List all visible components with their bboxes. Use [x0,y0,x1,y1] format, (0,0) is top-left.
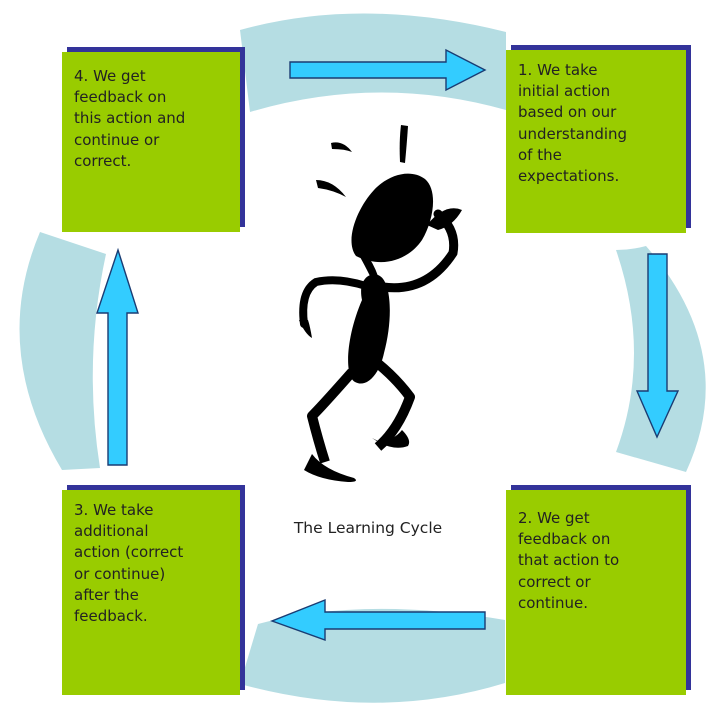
step-1-text: 1. We take initial action based on our u… [518,61,628,186]
ring-segment-left [19,232,106,470]
step-2-text: 2. We get feedback on that action to cor… [518,509,620,612]
ring-segments [19,13,706,703]
step-3-text: 3. We take additional action (correct or… [74,501,184,626]
step-4-text: 4. We get feedback on this action and co… [74,67,186,170]
arrow-up [96,247,139,466]
step-box-1: 1. We take initial action based on our u… [506,50,686,233]
step-box-4: 4. We get feedback on this action and co… [62,52,240,232]
cycle-arrows [96,48,680,641]
step-box-2: 2. We get feedback on that action to cor… [506,490,686,695]
arrow-right [289,48,487,92]
center-label: The Learning Cycle [293,519,443,537]
arrow-left [270,598,486,641]
thinking-stick-figure-icon [299,125,462,482]
step-box-3: 3. We take additional action (correct or… [62,490,240,695]
arrow-down [635,253,680,439]
